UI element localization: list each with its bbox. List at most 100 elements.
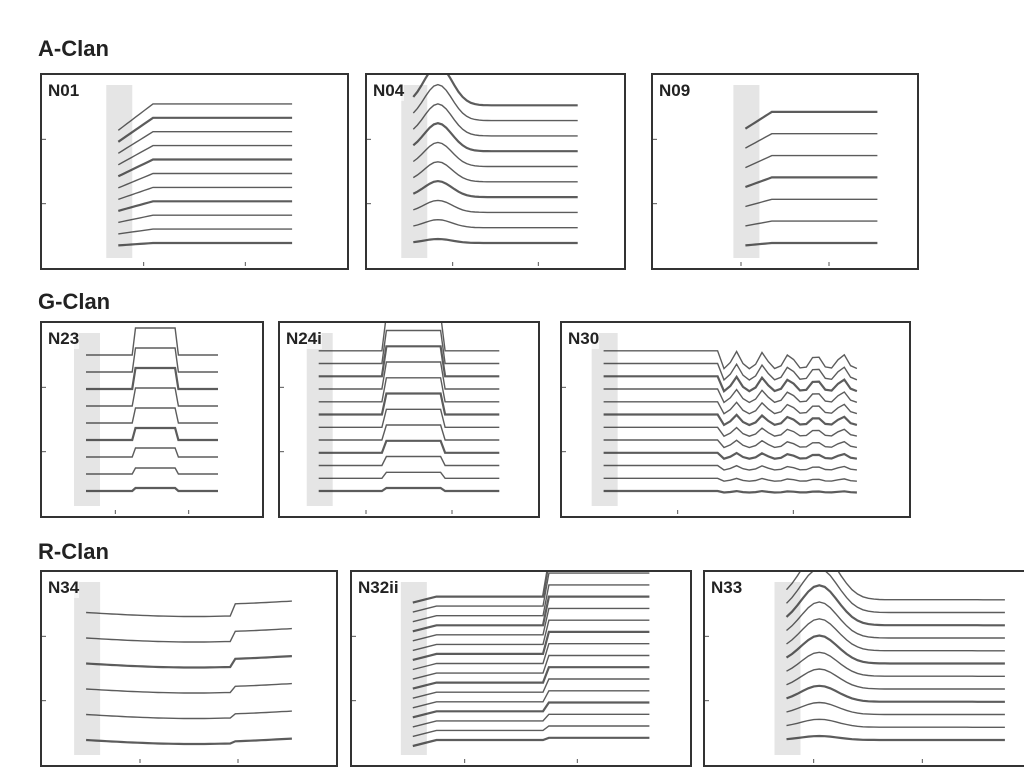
harmonic-trace bbox=[412, 666, 650, 690]
harmonic-trace bbox=[412, 161, 578, 183]
spectrogram-n32ii: N32ii bbox=[350, 570, 692, 767]
harmonic-trace bbox=[86, 655, 292, 669]
noise-band bbox=[400, 582, 427, 755]
harmonic-trace bbox=[603, 464, 857, 471]
spectrogram-n30: N30 bbox=[560, 321, 911, 518]
harmonic-trace bbox=[118, 200, 293, 212]
harmonic-trace bbox=[745, 176, 878, 189]
spectrogram-n04: N04 bbox=[365, 73, 626, 270]
harmonic-trace bbox=[86, 600, 292, 618]
harmonic-trace bbox=[603, 401, 858, 415]
harmonic-trace bbox=[86, 407, 218, 424]
harmonic-trace bbox=[318, 361, 500, 390]
harmonic-trace bbox=[86, 467, 218, 475]
harmonic-trace bbox=[412, 678, 650, 699]
harmonic-trace bbox=[603, 489, 857, 494]
harmonic-trace bbox=[412, 630, 650, 661]
harmonic-trace bbox=[318, 345, 500, 378]
harmonic-trace bbox=[603, 426, 858, 438]
harmonic-trace bbox=[412, 83, 578, 122]
harmonic-trace bbox=[86, 426, 218, 442]
harmonic-trace bbox=[117, 116, 293, 143]
harmonic-trace bbox=[118, 241, 293, 247]
harmonic-trace bbox=[117, 158, 293, 178]
harmonic-trace bbox=[745, 198, 878, 208]
harmonic-trace bbox=[785, 572, 1005, 614]
spectrogram-n34: N34 bbox=[40, 570, 338, 767]
spectrogram-n24i: N24i bbox=[278, 321, 540, 518]
harmonic-trace bbox=[745, 133, 878, 149]
harmonic-trace bbox=[412, 654, 650, 680]
harmonic-trace bbox=[603, 350, 858, 370]
harmonic-trace bbox=[86, 627, 292, 643]
harmonic-trace bbox=[86, 387, 218, 407]
noise-band bbox=[774, 582, 801, 755]
spectrogram-n01: N01 bbox=[40, 73, 349, 270]
harmonic-trace bbox=[318, 486, 500, 493]
harmonic-trace bbox=[603, 374, 858, 393]
harmonic-trace bbox=[318, 329, 500, 365]
harmonic-trace bbox=[412, 690, 650, 709]
call-label: N09 bbox=[659, 81, 691, 101]
noise-band bbox=[74, 333, 100, 506]
harmonic-trace bbox=[412, 725, 650, 738]
harmonic-trace bbox=[412, 141, 578, 168]
clan-title-r: R-Clan bbox=[38, 539, 109, 564]
harmonic-trace bbox=[603, 477, 857, 482]
harmonic-trace bbox=[745, 220, 878, 227]
harmonic-trace bbox=[413, 237, 578, 245]
harmonic-trace bbox=[412, 595, 650, 633]
harmonic-trace bbox=[412, 619, 650, 652]
harmonic-trace bbox=[412, 572, 650, 613]
call-label: N04 bbox=[373, 81, 405, 101]
harmonic-trace bbox=[86, 366, 218, 391]
harmonic-trace bbox=[86, 347, 218, 373]
harmonic-trace bbox=[86, 486, 218, 493]
harmonic-trace bbox=[318, 377, 500, 403]
harmonic-trace bbox=[785, 572, 1005, 601]
harmonic-trace bbox=[412, 584, 650, 623]
harmonic-trace bbox=[786, 668, 1005, 690]
harmonic-trace bbox=[786, 618, 1005, 652]
harmonic-trace bbox=[786, 601, 1005, 639]
harmonic-trace bbox=[412, 736, 650, 748]
harmonic-trace bbox=[318, 439, 500, 454]
harmonic-trace bbox=[786, 701, 1005, 716]
harmonic-trace bbox=[603, 439, 858, 449]
harmonic-trace bbox=[118, 214, 293, 224]
noise-band bbox=[306, 333, 333, 506]
harmonic-trace bbox=[86, 710, 292, 720]
harmonic-trace bbox=[603, 388, 858, 404]
harmonic-trace bbox=[86, 737, 292, 746]
harmonic-trace bbox=[86, 447, 218, 458]
harmonic-trace bbox=[412, 75, 578, 107]
harmonic-trace bbox=[412, 572, 549, 604]
harmonic-trace bbox=[786, 651, 1005, 677]
call-label: N23 bbox=[48, 329, 80, 349]
harmonic-trace bbox=[413, 218, 578, 229]
harmonic-trace bbox=[412, 179, 578, 199]
spectrogram-n23: N23 bbox=[40, 321, 264, 518]
harmonic-trace bbox=[603, 362, 858, 382]
harmonic-trace bbox=[412, 103, 578, 137]
call-label: N01 bbox=[48, 81, 80, 101]
harmonic-trace bbox=[318, 455, 500, 467]
harmonic-trace bbox=[412, 607, 650, 642]
harmonic-trace bbox=[745, 241, 878, 247]
harmonic-trace bbox=[318, 471, 500, 479]
harmonic-trace bbox=[785, 634, 1005, 665]
harmonic-trace bbox=[786, 734, 1005, 742]
harmonic-trace bbox=[318, 323, 500, 352]
harmonic-trace bbox=[86, 327, 218, 356]
harmonic-trace bbox=[318, 392, 500, 416]
harmonic-trace bbox=[412, 643, 650, 671]
clan-title-g: G-Clan bbox=[38, 289, 111, 314]
spectrogram-n33: N33 bbox=[703, 570, 1024, 767]
spectrogram-n09: N09 bbox=[651, 73, 919, 270]
call-label: N33 bbox=[711, 578, 743, 598]
clan-title-a: A-Clan bbox=[38, 36, 109, 61]
harmonic-trace bbox=[318, 408, 500, 428]
harmonic-trace bbox=[118, 186, 293, 201]
call-label: N34 bbox=[48, 578, 80, 598]
noise-band bbox=[733, 85, 760, 258]
